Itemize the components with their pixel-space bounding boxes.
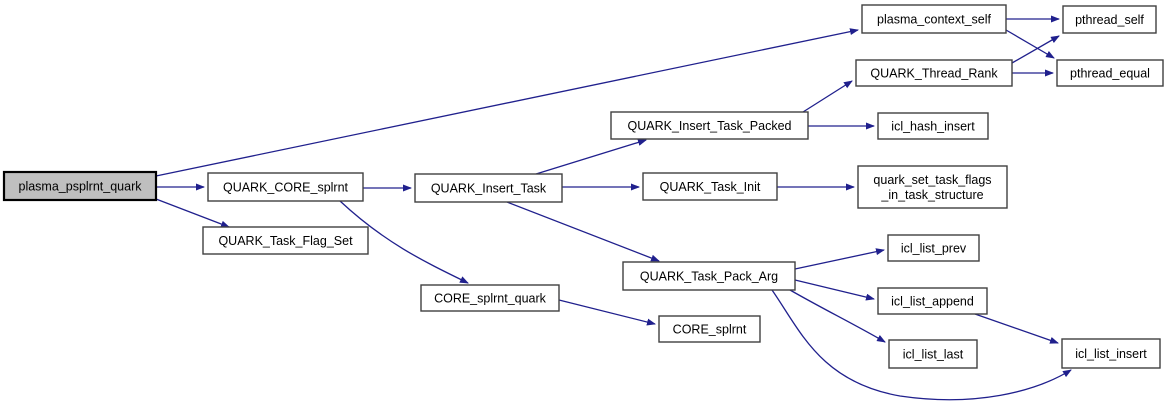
edge-QUARK_Insert_Task_Packed--QUARK_Thread_Rank (802, 80, 853, 113)
edge-QUARK_Thread_Rank--pthread_self (1011, 35, 1060, 64)
node-label-CORE_splrnt: CORE_splrnt (673, 323, 747, 337)
node-icl_list_insert[interactable]: icl_list_insert (1061, 338, 1161, 369)
node-icl_list_append[interactable]: icl_list_append (877, 287, 988, 315)
node-box-CORE_splrnt_quark[interactable] (420, 284, 560, 312)
node-box-CORE_splrnt[interactable] (658, 315, 761, 343)
node-box-QUARK_Thread_Rank[interactable] (855, 59, 1013, 87)
node-box-quark_set_task_flags_in_task_structure[interactable] (857, 165, 1008, 209)
node-pthread_equal[interactable]: pthread_equal (1056, 59, 1164, 87)
node-QUARK_Task_Pack_Arg[interactable]: QUARK_Task_Pack_Arg (622, 261, 796, 291)
node-box-QUARK_Insert_Task[interactable] (414, 173, 563, 203)
node-label-pthread_self: pthread_self (1075, 13, 1144, 27)
edge-QUARK_Task_Pack_Arg--icl_list_last (789, 289, 886, 343)
node-label-icl_list_insert: icl_list_insert (1075, 347, 1147, 361)
node-label-QUARK_Insert_Task: QUARK_Insert_Task (431, 182, 547, 196)
edge-icl_list_append--icl_list_insert (974, 313, 1059, 344)
node-QUARK_Task_Flag_Set[interactable]: QUARK_Task_Flag_Set (202, 226, 369, 255)
node-QUARK_Thread_Rank[interactable]: QUARK_Thread_Rank (855, 59, 1013, 87)
node-label-QUARK_Task_Pack_Arg: QUARK_Task_Pack_Arg (640, 270, 778, 284)
node-label-quark_set_task_flags_in_task_structure: quark_set_task_flags_in_task_structure (873, 173, 991, 202)
node-box-pthread_self[interactable] (1062, 5, 1157, 34)
node-label-icl_hash_insert: icl_hash_insert (891, 120, 975, 134)
node-box-QUARK_Task_Init[interactable] (642, 172, 778, 201)
node-pthread_self[interactable]: pthread_self (1062, 5, 1157, 34)
edge-QUARK_Insert_Task--QUARK_Insert_Task_Packed (535, 139, 647, 175)
node-label-QUARK_Task_Flag_Set: QUARK_Task_Flag_Set (218, 234, 353, 248)
node-icl_list_last[interactable]: icl_list_last (888, 339, 978, 369)
node-box-plasma_context_self[interactable] (861, 4, 1007, 34)
node-label-icl_list_prev: icl_list_prev (901, 242, 967, 256)
node-label-icl_list_last: icl_list_last (903, 348, 964, 362)
node-plasma_context_self[interactable]: plasma_context_self (861, 4, 1007, 34)
edge-plasma_psplrnt_quark--QUARK_Task_Flag_Set (155, 198, 230, 228)
node-box-icl_hash_insert[interactable] (877, 112, 989, 140)
node-box-QUARK_Task_Pack_Arg[interactable] (622, 261, 796, 291)
edge-QUARK_Task_Pack_Arg--icl_list_insert (771, 289, 1072, 401)
node-QUARK_Task_Init[interactable]: QUARK_Task_Init (642, 172, 778, 201)
node-label-icl_list_append: icl_list_append (891, 295, 974, 309)
node-label-QUARK_Insert_Task_Packed: QUARK_Insert_Task_Packed (628, 119, 792, 133)
node-box-icl_list_last[interactable] (888, 339, 978, 369)
node-label-QUARK_CORE_splrnt: QUARK_CORE_splrnt (223, 181, 349, 195)
node-QUARK_Insert_Task[interactable]: QUARK_Insert_Task (414, 173, 563, 203)
node-box-icl_list_append[interactable] (877, 287, 988, 315)
edge-QUARK_CORE_splrnt--CORE_splrnt_quark (339, 200, 469, 284)
node-label-plasma_context_self: plasma_context_self (877, 13, 991, 27)
node-box-QUARK_Task_Flag_Set[interactable] (202, 226, 369, 255)
node-QUARK_CORE_splrnt[interactable]: QUARK_CORE_splrnt (207, 172, 364, 202)
node-box-QUARK_Insert_Task_Packed[interactable] (610, 111, 809, 140)
node-icl_hash_insert[interactable]: icl_hash_insert (877, 112, 989, 140)
node-label-pthread_equal: pthread_equal (1070, 67, 1150, 81)
node-icl_list_prev[interactable]: icl_list_prev (887, 234, 980, 262)
node-plasma_psplrnt_quark: plasma_psplrnt_quark (2, 170, 158, 202)
node-box-icl_list_prev[interactable] (887, 234, 980, 262)
node-label-CORE_splrnt_quark: CORE_splrnt_quark (434, 292, 547, 306)
edge-plasma_context_self--pthread_equal (1005, 29, 1055, 59)
node-QUARK_Insert_Task_Packed[interactable]: QUARK_Insert_Task_Packed (610, 111, 809, 140)
node-label-plasma_psplrnt_quark: plasma_psplrnt_quark (19, 180, 143, 194)
edge-QUARK_Task_Pack_Arg--icl_list_append (794, 279, 875, 301)
edge-QUARK_Task_Pack_Arg--icl_list_prev (794, 248, 885, 270)
edge-QUARK_Insert_Task--QUARK_Task_Pack_Arg (506, 201, 660, 262)
node-label-QUARK_Task_Init: QUARK_Task_Init (660, 180, 761, 194)
edge-plasma_psplrnt_quark--plasma_context_self (155, 28, 859, 177)
node-CORE_splrnt[interactable]: CORE_splrnt (658, 315, 761, 343)
node-quark_set_task_flags_in_task_structure[interactable]: quark_set_task_flags_in_task_structure (857, 165, 1008, 209)
edges-layer (155, 15, 1072, 401)
edge-CORE_splrnt_quark--CORE_splrnt (558, 299, 656, 326)
node-CORE_splrnt_quark[interactable]: CORE_splrnt_quark (420, 284, 560, 312)
node-box-pthread_equal[interactable] (1056, 59, 1164, 87)
node-box-icl_list_insert[interactable] (1061, 338, 1161, 369)
node-box-QUARK_CORE_splrnt[interactable] (207, 172, 364, 202)
node-label-QUARK_Thread_Rank: QUARK_Thread_Rank (870, 67, 998, 81)
node-box-plasma_psplrnt_quark (2, 170, 158, 202)
